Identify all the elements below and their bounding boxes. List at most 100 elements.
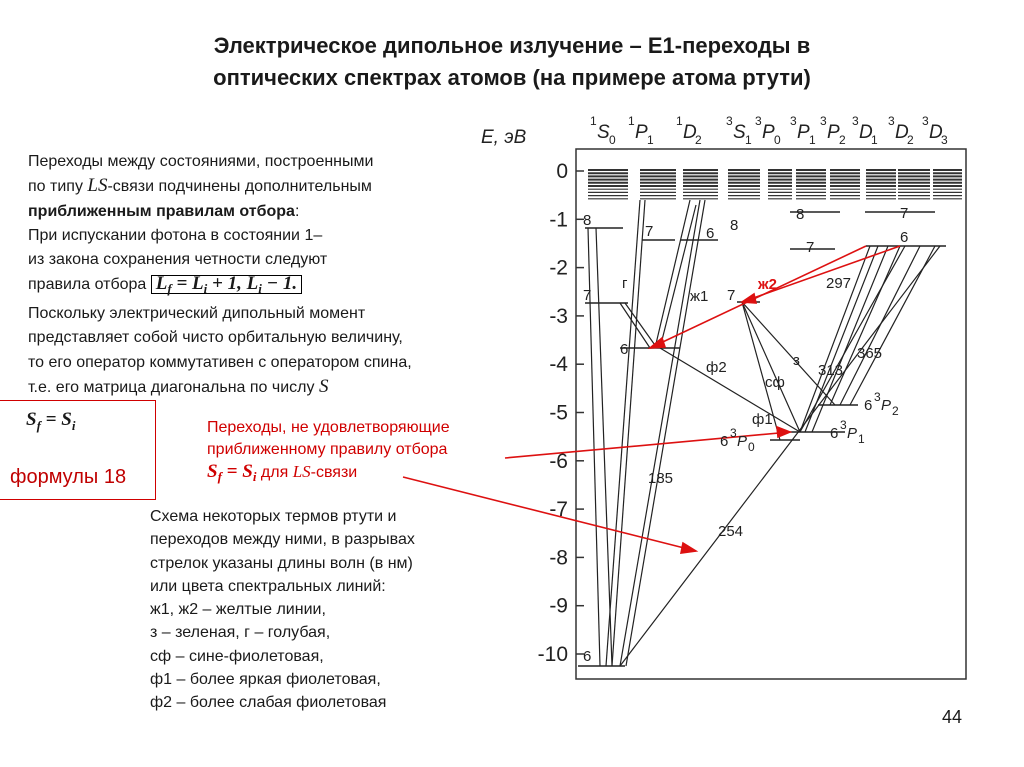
label-7c: 7 bbox=[806, 239, 814, 256]
body-line: При испускании фотона в состоянии 1– bbox=[28, 226, 323, 244]
label-7d: 7 bbox=[727, 287, 735, 304]
label-7a: 7 bbox=[583, 287, 591, 304]
caption-line: з – зеленая, г – голубая, bbox=[150, 624, 331, 642]
slide-title: Электрическое дипольное излучение – E1-п… bbox=[60, 30, 964, 94]
body-paragraph: Переходы между состояниями, построенными… bbox=[28, 150, 503, 400]
axis-tick-label: -4 bbox=[549, 353, 568, 376]
svg-text:3: 3 bbox=[726, 114, 733, 128]
label-sf: сф bbox=[765, 374, 785, 391]
selection-rule-box: Lf = Li + 1, Li − 1. bbox=[150, 273, 303, 297]
red-arrows bbox=[402, 245, 901, 554]
caption-line: стрелок указаны длины волн (в нм) bbox=[150, 554, 413, 572]
svg-text:3: 3 bbox=[888, 114, 895, 128]
term-header: 3D1 bbox=[852, 114, 878, 147]
label-p2-L: P bbox=[881, 397, 891, 414]
label-6b: 6 bbox=[706, 225, 714, 242]
label-8b: 8 bbox=[730, 217, 738, 234]
caption-line: сф – сине-фиолетовая, bbox=[150, 647, 324, 665]
diagram-labels: 8 7 6 7 6 8 8 7 7 7 6 6 г ж1 ж2 ф2 з сф … bbox=[583, 205, 908, 665]
dense-levels bbox=[588, 169, 962, 200]
note-line: Sf = Si для LS-связи bbox=[207, 461, 358, 485]
label-p0-n: 6 bbox=[720, 433, 728, 450]
svg-text:D: D bbox=[859, 122, 873, 143]
body-line: из закона сохранения четности следуют bbox=[28, 251, 328, 269]
caption-line: переходов между ними, в разрывах bbox=[150, 531, 415, 549]
axis-tick-label: -9 bbox=[549, 595, 568, 618]
svg-text:3: 3 bbox=[820, 114, 827, 128]
label-p1-n: 6 bbox=[830, 425, 838, 442]
axis-tick-label: -6 bbox=[549, 450, 568, 473]
label-f2: ф2 bbox=[706, 359, 727, 376]
axis-tick-label: -3 bbox=[549, 305, 568, 328]
label-6c: 6 bbox=[900, 229, 908, 246]
label-8a: 8 bbox=[583, 212, 591, 229]
svg-text:0: 0 bbox=[609, 133, 616, 147]
body-line: приближенным правилам отбора: bbox=[28, 202, 300, 220]
term-header: 3D3 bbox=[922, 114, 948, 147]
caption-line: ф2 – более слабая фиолетовая bbox=[150, 694, 387, 712]
svg-text:3: 3 bbox=[755, 114, 762, 128]
svg-text:1: 1 bbox=[745, 133, 752, 147]
page-number: 44 bbox=[942, 707, 963, 727]
body-line: по типу LS-связи подчинены дополнительны… bbox=[28, 175, 372, 197]
label-p0-L: P bbox=[737, 433, 747, 450]
svg-text:S: S bbox=[733, 122, 746, 143]
svg-text:3: 3 bbox=[922, 114, 929, 128]
label-365: 365 bbox=[857, 345, 882, 362]
label-p0-sub: 0 bbox=[748, 440, 755, 454]
title-line-2: оптических спектрах атомов (на примере а… bbox=[213, 65, 811, 90]
body-line: представляет собой чисто орбитальную вел… bbox=[28, 329, 403, 347]
label-8c: 8 bbox=[796, 206, 804, 223]
violation-note: Переходы, не удовлетворяющие приближенно… bbox=[207, 417, 450, 488]
body-line: то его оператор коммутативен с операторо… bbox=[28, 353, 412, 371]
note-line: Переходы, не удовлетворяющие bbox=[207, 419, 450, 436]
svg-text:P: P bbox=[797, 122, 810, 143]
svg-text:D: D bbox=[895, 122, 909, 143]
label-297: 297 bbox=[826, 275, 851, 292]
diagram-frame bbox=[575, 148, 967, 680]
label-7e: 7 bbox=[900, 205, 908, 222]
svg-text:3: 3 bbox=[941, 133, 948, 147]
label-7b: 7 bbox=[645, 223, 653, 240]
label-p2-sub: 2 bbox=[892, 404, 899, 418]
diagram-caption: Схема некоторых термов ртути и переходов… bbox=[150, 505, 415, 715]
label-zh1: ж1 bbox=[690, 288, 708, 305]
body-line: Поскольку электрический дипольный момент bbox=[28, 304, 366, 322]
transitions bbox=[587, 199, 941, 667]
svg-text:1: 1 bbox=[676, 114, 683, 128]
label-p1-sub: 1 bbox=[858, 432, 865, 446]
svg-text:1: 1 bbox=[871, 133, 878, 147]
body-line: т.е. его матрица диагональна по числу S bbox=[28, 375, 329, 397]
svg-text:2: 2 bbox=[839, 133, 846, 147]
svg-text:1: 1 bbox=[809, 133, 816, 147]
title-line-1: Электрическое дипольное излучение – E1-п… bbox=[213, 33, 811, 58]
label-g: г bbox=[622, 275, 628, 292]
axis-tick-label: -1 bbox=[549, 208, 568, 231]
term-header: 1D2 bbox=[676, 114, 702, 147]
axis-ticks: 0-1-2-3-4-5-6-7-8-9-10 bbox=[538, 160, 584, 666]
label-p2-sup: 3 bbox=[874, 390, 881, 404]
svg-text:D: D bbox=[929, 122, 943, 143]
body-line-selection-rule: правила отбора Lf = Li + 1, Li − 1. bbox=[28, 272, 503, 301]
svg-text:D: D bbox=[683, 122, 697, 143]
label-6a: 6 bbox=[620, 341, 628, 358]
svg-text:3: 3 bbox=[790, 114, 797, 128]
label-p2-n: 6 bbox=[864, 397, 872, 414]
label-f1: ф1 bbox=[752, 411, 773, 428]
caption-line: ф1 – более яркая фиолетовая, bbox=[150, 671, 381, 689]
axis-tick-label: 0 bbox=[556, 160, 568, 183]
label-zh2: ж2 bbox=[757, 276, 777, 293]
axis-label: E, эВ bbox=[481, 127, 527, 148]
body-line: Переходы между состояниями, построенными bbox=[28, 153, 374, 170]
axis-tick-label: -2 bbox=[549, 257, 568, 280]
formula-link[interactable]: формулы 18 bbox=[10, 466, 127, 488]
label-185: 185 bbox=[648, 470, 673, 487]
axis-tick-label: -5 bbox=[549, 402, 568, 425]
